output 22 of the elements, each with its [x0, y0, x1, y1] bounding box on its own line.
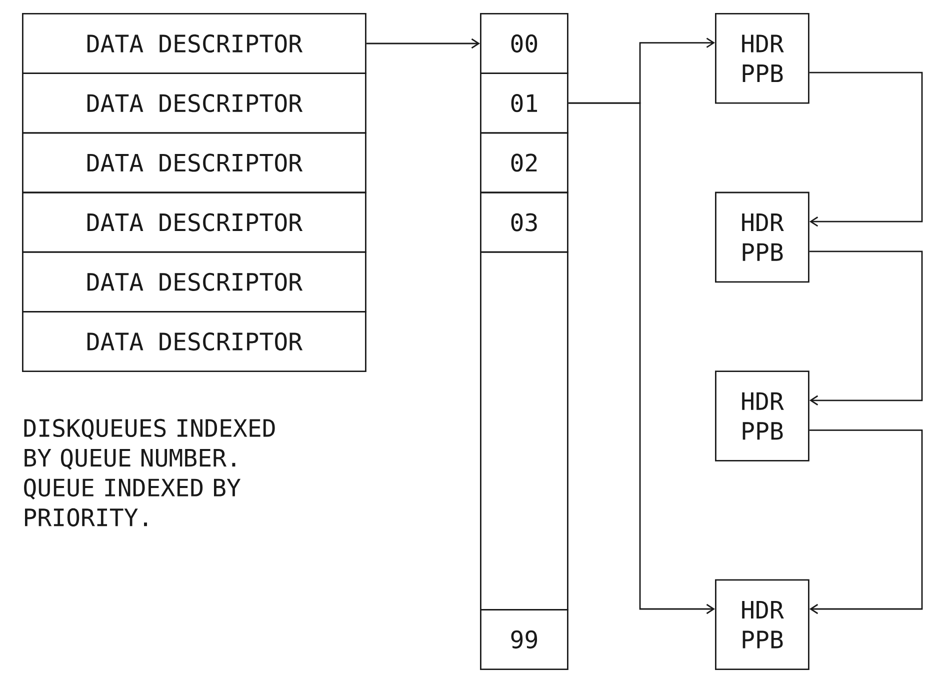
arrow	[809, 72, 923, 227]
descriptor-row: DATA DESCRIPTOR	[22, 311, 366, 372]
queue-slot: 01	[480, 72, 568, 134]
header-box: HDR PPB	[715, 192, 810, 283]
descriptor-row: DATA DESCRIPTOR	[22, 72, 366, 134]
header-box: HDR PPB	[715, 579, 810, 670]
descriptor-row: DATA DESCRIPTOR	[22, 192, 366, 253]
header-box: HDR PPB	[715, 370, 810, 462]
queue-slot	[480, 251, 568, 610]
header-box: HDR PPB	[715, 13, 810, 104]
queue-slot: 03	[480, 192, 568, 253]
queue-slot: 00	[480, 13, 568, 74]
arrow	[366, 38, 480, 49]
arrow	[809, 430, 923, 614]
descriptor-row: DATA DESCRIPTOR	[22, 132, 366, 194]
queue-slot: 02	[480, 132, 568, 194]
note-text: DISKQUEUES INDEXED BY QUEUE NUMBER. QUEUE INDEXED BY PRIORITY.	[24, 418, 275, 526]
descriptor-row: DATA DESCRIPTOR	[22, 251, 366, 312]
queue-slot: 99	[480, 609, 568, 670]
descriptor-row: DATA DESCRIPTOR	[22, 13, 366, 74]
arrow	[809, 250, 923, 406]
arrow	[568, 102, 715, 614]
